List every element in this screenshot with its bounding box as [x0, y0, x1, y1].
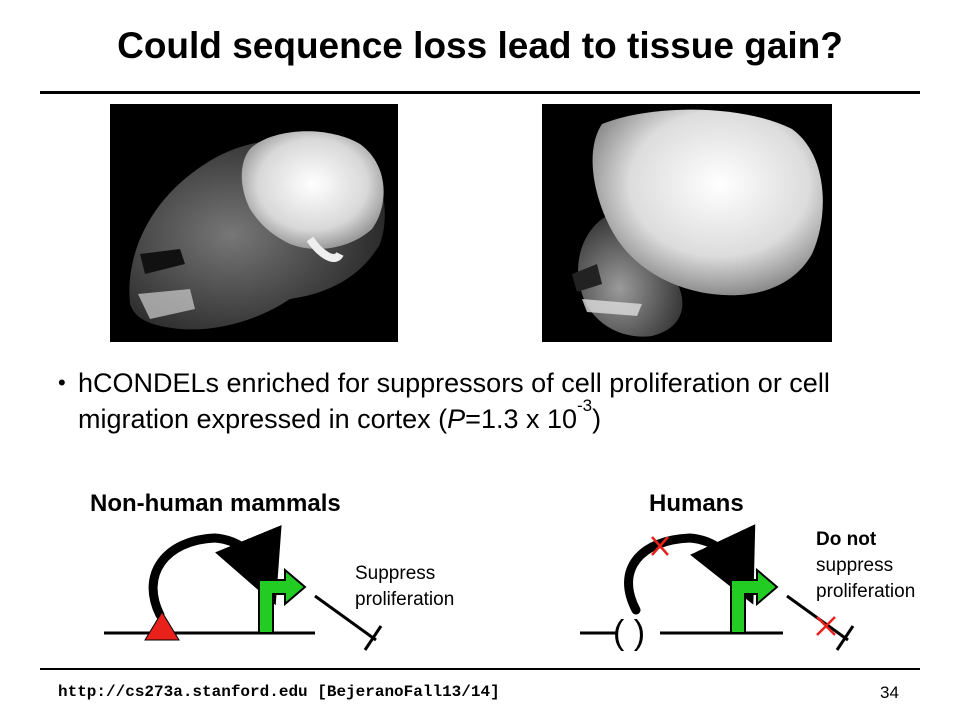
do-not-suppress-line3: proliferation [816, 581, 916, 602]
slide-title: Could sequence loss lead to tissue gain? [117, 25, 843, 66]
human-skull-drawing [572, 109, 823, 337]
suppress-note-line2: proliferation [355, 589, 455, 610]
p-label: P [447, 404, 466, 434]
do-not-label: Do not [816, 529, 877, 550]
page-number: 34 [880, 683, 899, 702]
right-promoter-arrow [730, 567, 779, 634]
suppress-note: Suppress proliferation [355, 561, 454, 613]
loop-cross-icon [651, 536, 669, 556]
do-not-suppress-note: Do not suppress proliferation [816, 527, 915, 605]
deletion-symbol: ( ) [613, 614, 645, 652]
bullet-prefix: hCONDELs enriched for suppressors of cel… [78, 368, 830, 434]
p-exponent: -3 [577, 396, 593, 415]
bullet-marker: • [58, 370, 66, 395]
humans-heading: Humans [649, 490, 744, 517]
right-enhancer-loop-arrow [624, 524, 756, 615]
bullet-suffix: ) [592, 404, 602, 434]
chimpanzee-skull-image [110, 104, 398, 342]
course-url: http://cs273a.stanford.edu [BejeranoFall… [58, 683, 500, 701]
human-skull-image [542, 104, 832, 342]
chimpanzee-skull-drawing [129, 131, 385, 330]
title-divider [40, 91, 920, 94]
bullet-point: • hCONDELs enriched for suppressors of c… [58, 365, 918, 437]
suppress-note-line1: Suppress [355, 563, 436, 584]
inhibition-cross-icon [816, 616, 836, 636]
enhancer-triangle [144, 611, 180, 641]
left-inhibition-bar [363, 625, 383, 651]
right-inhibition-bar [835, 625, 855, 651]
left-enhancer-loop-arrow [148, 524, 282, 620]
right-regulation-diagram: ( ) [580, 524, 855, 652]
left-promoter-arrow [258, 567, 307, 634]
footer-divider [40, 668, 920, 670]
bullet-text: hCONDELs enriched for suppressors of cel… [78, 365, 918, 437]
non-human-mammals-heading: Non-human mammals [90, 490, 341, 517]
left-regulation-diagram [104, 524, 383, 651]
p-value: =1.3 x 10 [465, 404, 578, 434]
do-not-suppress-line2: suppress [816, 555, 894, 576]
